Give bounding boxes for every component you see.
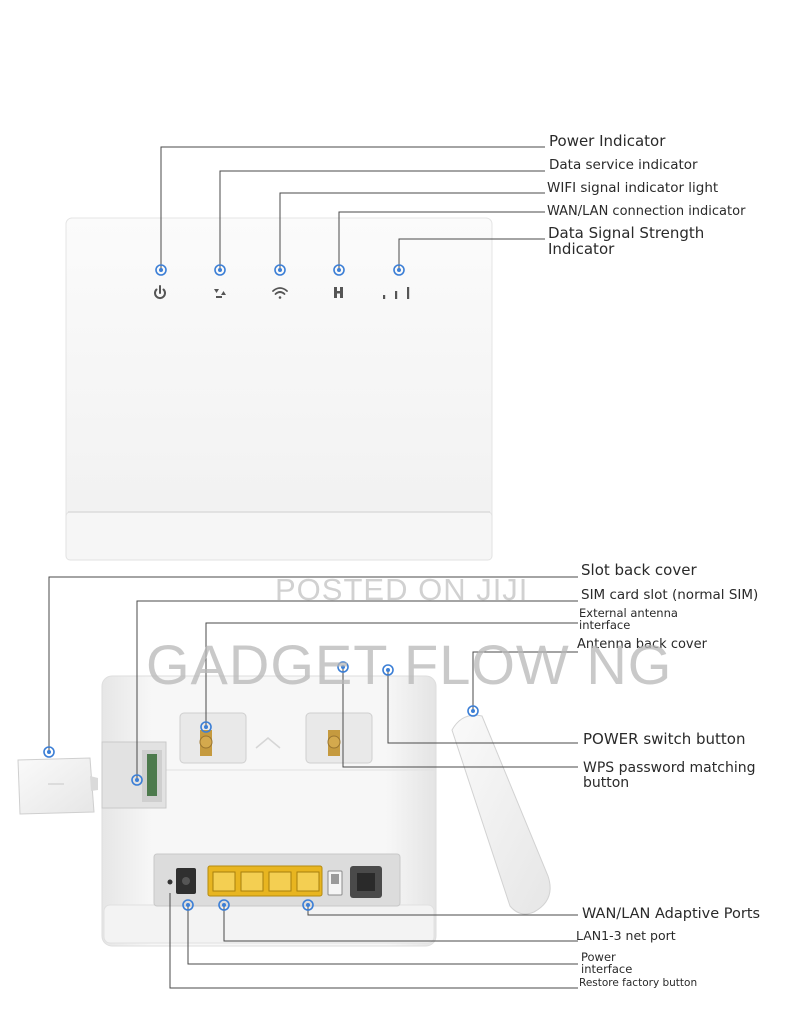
label-power-interface: Power interface <box>581 950 633 976</box>
marker-antenna-cover <box>467 705 479 717</box>
marker-sim <box>131 774 143 786</box>
antenna-back-cover-part <box>451 714 551 915</box>
power-icon <box>154 285 166 299</box>
label-slot-back-cover: Slot back cover <box>581 561 697 579</box>
marker-wifi <box>274 264 286 276</box>
marker-power-interface <box>182 899 194 911</box>
marker-signal <box>393 264 405 276</box>
label-power-indicator: Power Indicator <box>549 132 666 150</box>
marker-lan-ports <box>218 899 230 911</box>
power-interface-jack <box>176 868 196 894</box>
leader-lines <box>48 146 578 989</box>
marker-antenna <box>200 721 212 733</box>
label-power-switch-button: POWER switch button <box>583 730 746 748</box>
antenna-connector-right <box>327 730 341 756</box>
restore-button-hole <box>167 879 173 885</box>
router-front <box>65 217 493 561</box>
label-data-service-indicator: Data service indicator <box>549 157 698 173</box>
label-signal-strength-indicator: Data Signal Strength Indicator <box>548 224 705 258</box>
label-wan-lan-indicator: WAN/LAN connection indicator <box>547 204 746 219</box>
label-external-antenna: External antenna interface <box>579 606 678 632</box>
label-wan-lan-ports: WAN/LAN Adaptive Ports <box>582 906 761 922</box>
watermark-gadget-flow: GADGET FLOW NG <box>146 633 673 696</box>
signal-bars-icon <box>383 287 410 299</box>
marker-power <box>155 264 167 276</box>
usb-port <box>327 870 343 896</box>
ethernet-ports <box>207 865 323 897</box>
data-service-icon <box>214 289 226 298</box>
marker-wan <box>333 264 345 276</box>
callout-markers <box>43 264 479 911</box>
router-back <box>101 675 437 947</box>
label-sim-card-slot: SIM card slot (normal SIM) <box>581 587 759 603</box>
wifi-icon <box>272 287 288 299</box>
phone-port <box>350 866 382 898</box>
marker-data <box>214 264 226 276</box>
marker-slot-cover <box>43 746 55 758</box>
antenna-connector-left <box>199 730 213 756</box>
slot-back-cover-part <box>17 757 98 815</box>
label-antenna-back-cover: Antenna back cover <box>577 637 707 652</box>
label-restore-button: Restore factory button <box>579 977 698 989</box>
label-lan-ports: LAN1-3 net port <box>576 928 676 943</box>
marker-wan-port <box>302 899 314 911</box>
watermark-posted-on-jiji: POSTED ON JIJI <box>275 572 529 607</box>
label-wps-button: WPS password matching button <box>583 760 756 791</box>
label-wifi-indicator: WIFI signal indicator light <box>547 180 719 196</box>
marker-power-switch <box>382 664 394 676</box>
marker-wps <box>337 661 349 673</box>
wan-lan-icon <box>334 287 343 298</box>
